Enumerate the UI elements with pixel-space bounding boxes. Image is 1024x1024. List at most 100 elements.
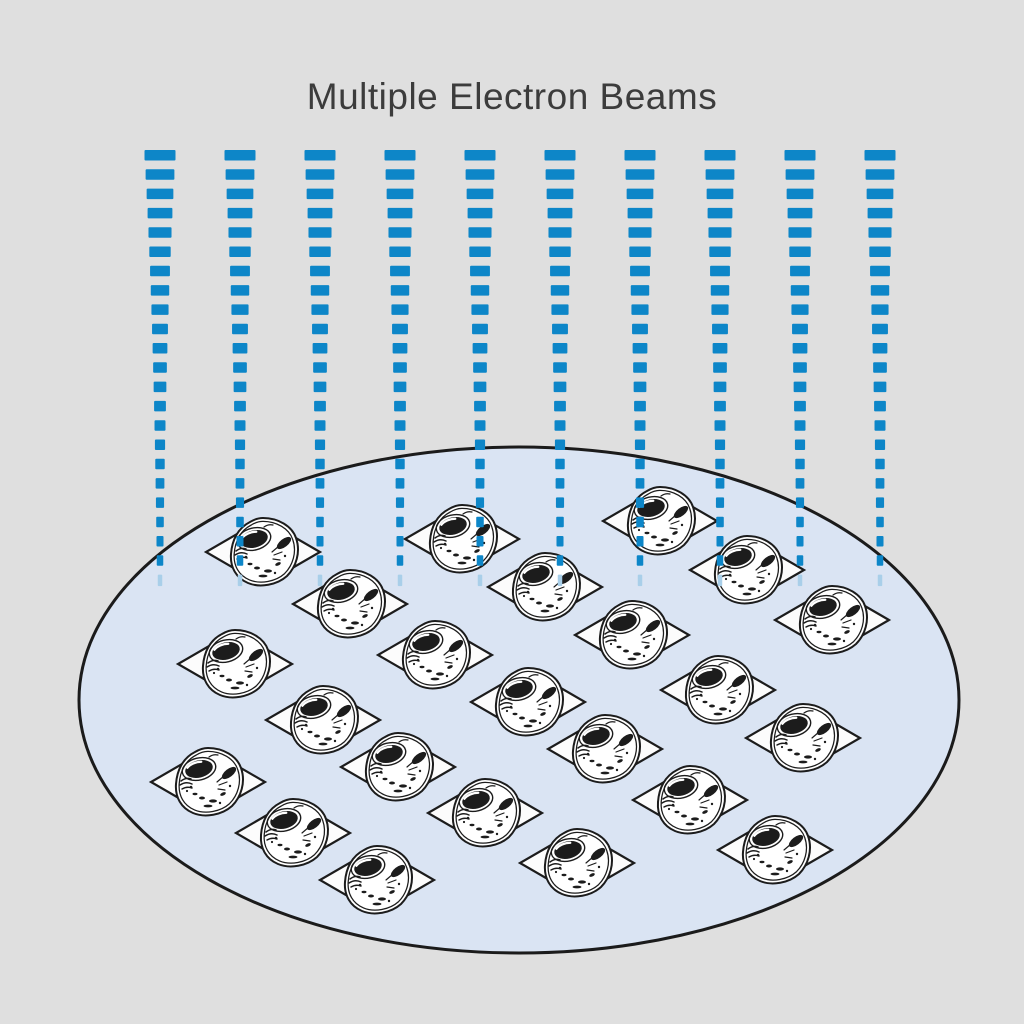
beam-dash-faded	[717, 574, 723, 587]
beam-dash	[556, 536, 564, 547]
beam-dash	[315, 497, 325, 508]
beam-dash-faded	[237, 574, 243, 587]
beam-dash	[313, 362, 327, 373]
beam-dash	[156, 516, 164, 528]
beam-dash	[784, 150, 816, 161]
beam-dash	[875, 497, 885, 508]
beam-dash	[150, 285, 170, 296]
beam-dash	[713, 362, 727, 373]
beam-dash	[475, 478, 485, 489]
beam-dash	[545, 169, 575, 180]
beam-dash	[556, 555, 564, 566]
beam-dash	[634, 439, 646, 450]
beam-dash	[155, 497, 165, 508]
beam-dash	[226, 188, 254, 200]
beam-dash	[548, 227, 572, 238]
beam-dash	[872, 343, 888, 354]
beam-dash	[634, 420, 646, 431]
beam-dash	[234, 420, 246, 431]
beam-dash	[712, 343, 728, 354]
beam-dash	[632, 323, 648, 335]
beam-dash	[384, 150, 416, 161]
beam-dash	[713, 381, 727, 393]
beam-dash	[790, 285, 810, 296]
beam-dash	[875, 478, 885, 489]
beam-dash	[631, 304, 649, 315]
beam-dash	[796, 536, 804, 547]
beam-dash	[305, 169, 335, 180]
beam-dash	[154, 420, 166, 431]
beam-dash	[152, 323, 168, 335]
beam-dash	[794, 439, 806, 450]
beam-dash	[714, 439, 726, 450]
beam-dash	[153, 362, 167, 373]
beam-dash	[704, 150, 736, 161]
beam-dash	[554, 400, 566, 412]
beam-dash	[231, 304, 249, 315]
beam-dash	[864, 150, 896, 161]
beam-dash	[636, 516, 644, 528]
beam-dash-faded	[797, 574, 803, 587]
beam-dash	[227, 207, 253, 219]
beam-dash	[786, 188, 814, 200]
beam-dash	[556, 516, 564, 528]
beam-dash	[473, 362, 487, 373]
beam-dash	[396, 555, 404, 566]
electron-beam-9	[784, 150, 816, 587]
beam-dash	[233, 362, 247, 373]
beam-dash	[474, 400, 486, 412]
beam-dash	[873, 381, 887, 393]
beam-dash	[475, 497, 485, 508]
beam-dash-faded	[317, 574, 323, 587]
beam-dash	[229, 246, 251, 257]
beam-dash	[555, 497, 565, 508]
beam-dash	[394, 400, 406, 412]
beam-dash	[304, 150, 336, 161]
beam-dash	[632, 343, 648, 354]
beam-dash	[715, 458, 725, 470]
beam-dash	[709, 246, 731, 257]
beam-dash	[865, 169, 895, 180]
beam-dash	[634, 400, 646, 412]
beam-dash	[467, 207, 493, 219]
beam-dash	[870, 285, 890, 296]
beam-dash	[874, 439, 886, 450]
beam-dash	[876, 536, 884, 547]
beam-dash	[389, 246, 411, 257]
beam-dash	[306, 188, 334, 200]
beam-dash	[707, 207, 733, 219]
beam-dash	[155, 458, 165, 470]
beam-dash	[712, 323, 728, 335]
beam-dash	[310, 285, 330, 296]
beam-dash	[235, 458, 245, 470]
beam-dash	[395, 497, 405, 508]
beam-dash	[235, 497, 245, 508]
beam-dash	[312, 323, 328, 335]
beam-dash	[470, 265, 490, 277]
beam-dash-faded	[477, 574, 483, 587]
beam-dash-faded	[557, 574, 563, 587]
beam-dash	[315, 478, 325, 489]
beam-dash	[474, 420, 486, 431]
beam-dash	[869, 246, 891, 257]
beam-dash	[793, 362, 807, 373]
beam-dash	[387, 207, 413, 219]
beam-dash	[790, 265, 810, 277]
beam-dash	[873, 362, 887, 373]
electron-beam-6	[544, 150, 576, 587]
beam-dash	[553, 381, 567, 393]
beam-dash	[870, 265, 890, 277]
beam-dash	[230, 285, 250, 296]
beam-dash	[154, 439, 166, 450]
beam-dash	[147, 207, 173, 219]
beam-dash	[716, 536, 724, 547]
beam-dash	[466, 188, 494, 200]
beam-dash	[789, 246, 811, 257]
beam-dash	[706, 188, 734, 200]
beam-dash	[795, 497, 805, 508]
beam-dash	[715, 497, 725, 508]
beam-dash	[795, 458, 805, 470]
beam-dash	[476, 555, 484, 566]
beam-dash	[705, 169, 735, 180]
